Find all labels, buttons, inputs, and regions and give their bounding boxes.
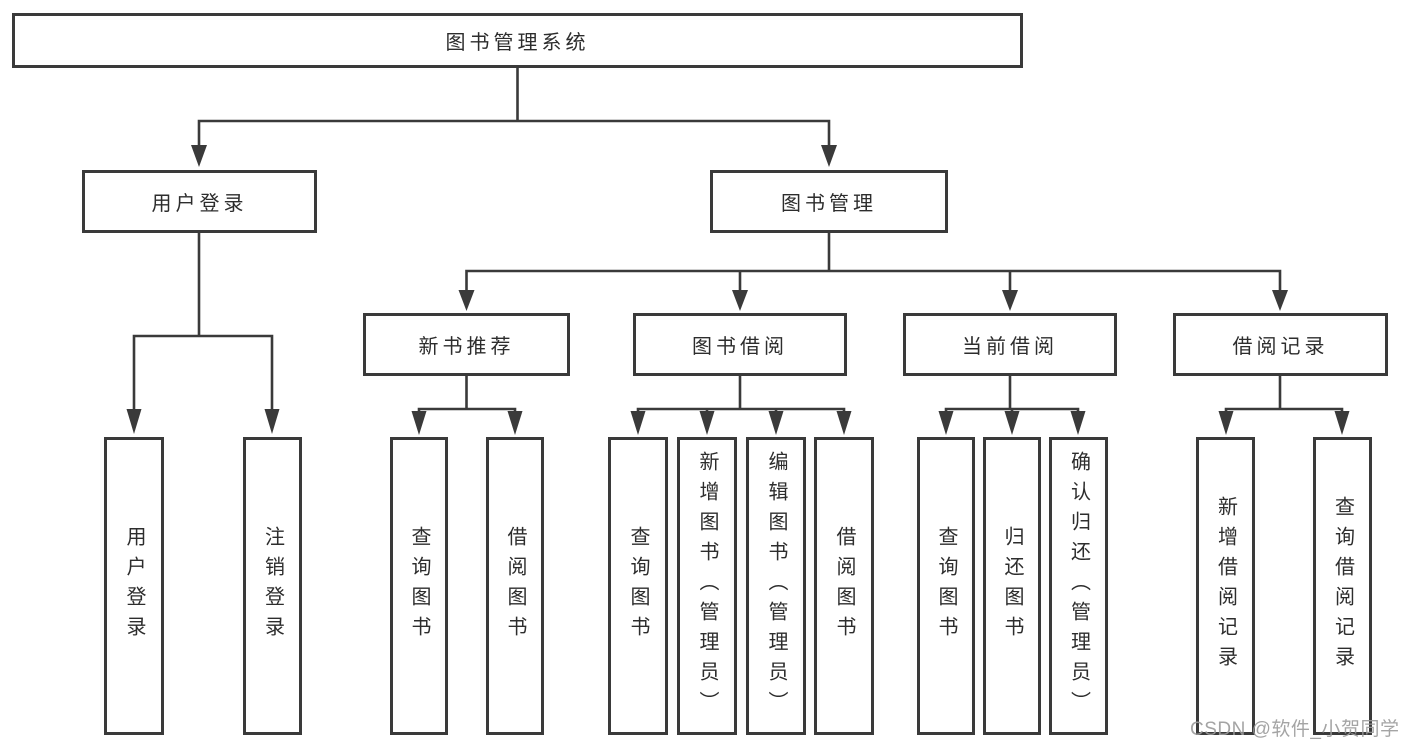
- leaf-bb-borrow-books: 借阅图书: [814, 437, 874, 735]
- leaf-bb-query-books-label: 查询图书: [627, 526, 649, 646]
- node-borrowing-records: 借阅记录: [1173, 313, 1388, 376]
- node-root-label: 图书管理系统: [445, 32, 590, 54]
- leaf-cb-query-books: 查询图书: [917, 437, 975, 735]
- leaf-user-login: 用户登录: [104, 437, 164, 735]
- leaf-cb-confirm-return-admin-label: 确认归还（管理员）: [1067, 451, 1090, 721]
- node-book-borrowing-label: 图书借阅: [692, 336, 788, 358]
- node-user-login: 用户登录: [82, 170, 317, 233]
- leaf-rec-query-books: 查询图书: [390, 437, 448, 735]
- node-borrowing-records-label: 借阅记录: [1232, 336, 1329, 358]
- leaf-bb-query-books: 查询图书: [608, 437, 668, 735]
- arrowhead-icons: [126, 145, 1350, 435]
- leaf-user-login-label: 用户登录: [123, 526, 145, 646]
- node-user-login-label: 用户登录: [151, 193, 248, 215]
- node-current-borrowing: 当前借阅: [903, 313, 1117, 376]
- leaf-bb-add-books-admin-label: 新增图书（管理员）: [696, 451, 718, 721]
- node-book-borrowing: 图书借阅: [633, 313, 847, 376]
- leaf-br-query-record: 查询借阅记录: [1313, 437, 1372, 735]
- leaf-rec-borrow-books-label: 借阅图书: [504, 526, 526, 646]
- csdn-watermark: CSDN @软件_小贺同学: [1190, 719, 1400, 740]
- node-current-borrowing-label: 当前借阅: [962, 336, 1058, 358]
- node-root-system: 图书管理系统: [12, 13, 1023, 68]
- leaf-cb-confirm-return-admin: 确认归还（管理员）: [1049, 437, 1108, 735]
- leaf-logout: 注销登录: [243, 437, 302, 735]
- leaf-cb-return-books-label: 归还图书: [1001, 526, 1023, 646]
- leaf-bb-borrow-books-label: 借阅图书: [833, 526, 855, 646]
- node-book-management-label: 图书管理: [781, 193, 877, 215]
- leaf-bb-edit-books-admin: 编辑图书（管理员）: [746, 437, 806, 735]
- leaf-br-add-record: 新增借阅记录: [1196, 437, 1255, 735]
- node-book-management: 图书管理: [710, 170, 948, 233]
- leaf-bb-edit-books-admin-label: 编辑图书（管理员）: [765, 451, 787, 721]
- leaf-rec-query-books-label: 查询图书: [408, 526, 430, 646]
- leaf-br-add-record-label: 新增借阅记录: [1214, 496, 1237, 676]
- leaf-logout-label: 注销登录: [261, 526, 284, 646]
- connector-segments: [132, 68, 1344, 413]
- leaf-br-query-record-label: 查询借阅记录: [1331, 496, 1354, 676]
- leaf-cb-query-books-label: 查询图书: [935, 526, 957, 646]
- node-new-book-recommend: 新书推荐: [363, 313, 570, 376]
- leaf-bb-add-books-admin: 新增图书（管理员）: [677, 437, 737, 735]
- leaf-cb-return-books: 归还图书: [983, 437, 1041, 735]
- leaf-rec-borrow-books: 借阅图书: [486, 437, 544, 735]
- node-new-book-recommend-label: 新书推荐: [418, 336, 515, 358]
